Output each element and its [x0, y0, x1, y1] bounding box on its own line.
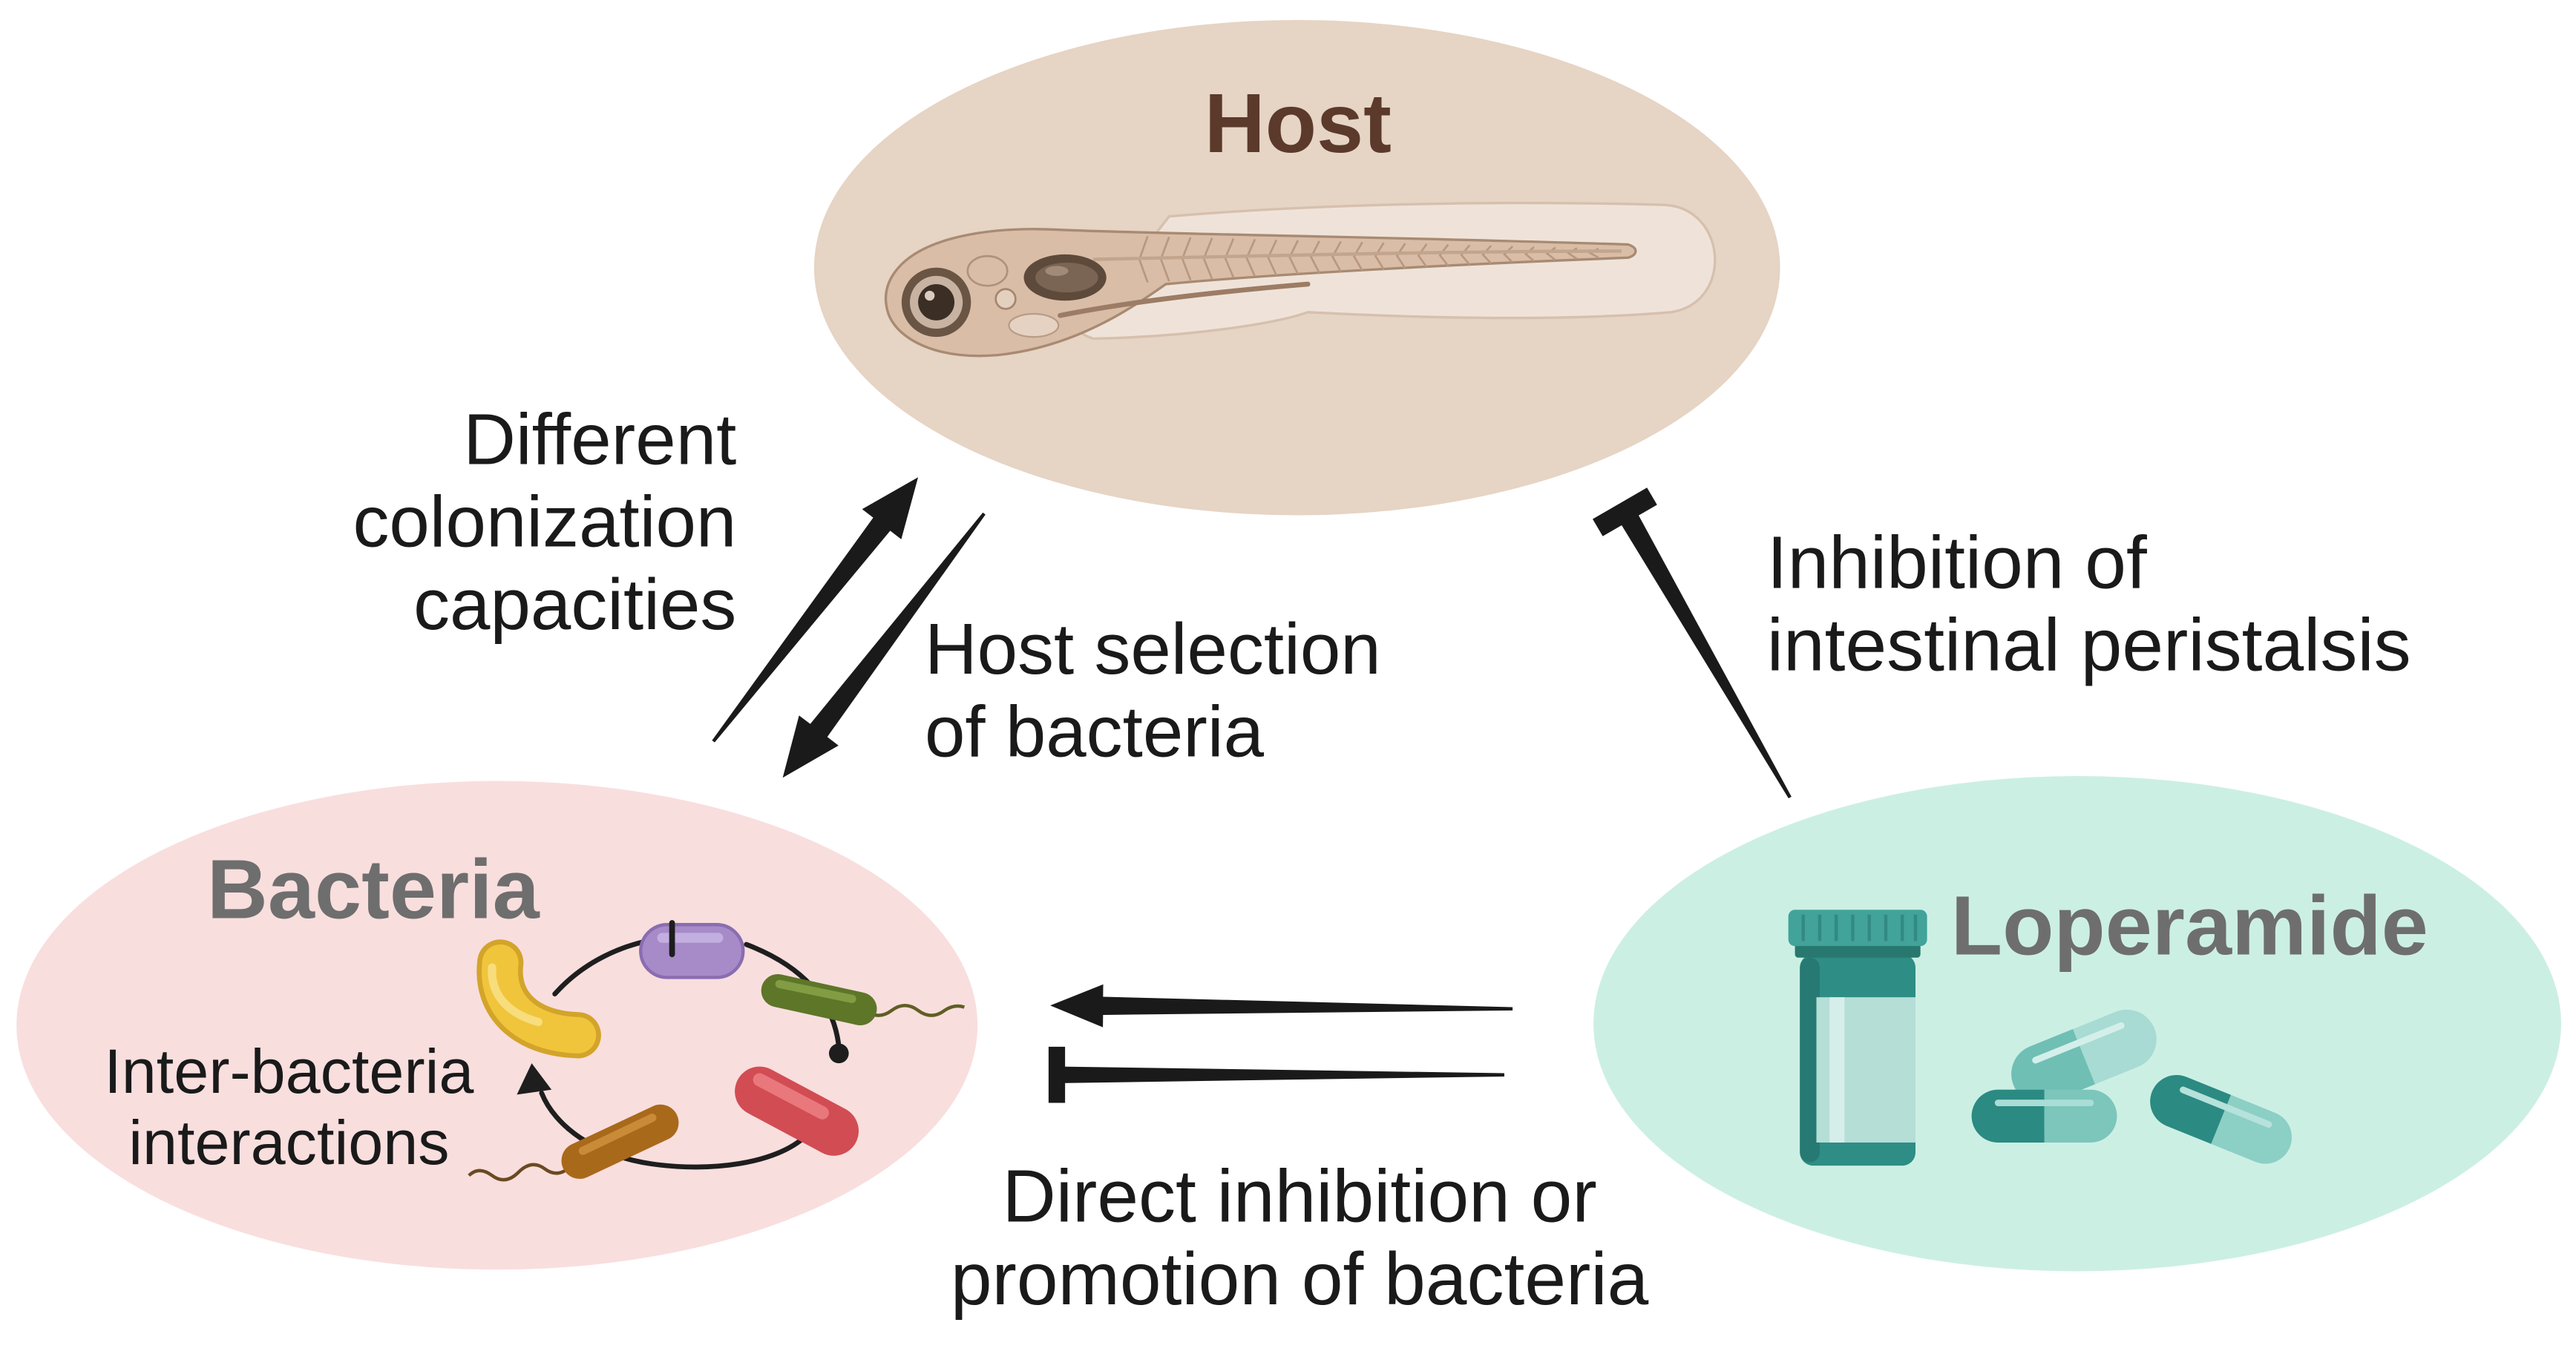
bottle-cap-ridges: [1801, 914, 1918, 941]
arrow-head-icon: [517, 1063, 552, 1095]
yellow-curved-bacterium-icon: [476, 939, 601, 1059]
direct-effect-label-line: Direct inhibition or: [1002, 1155, 1596, 1238]
red-bacterium-body: [735, 1066, 859, 1156]
colonization-label-line: colonization: [353, 481, 736, 562]
colonization-arrow: [712, 477, 919, 743]
capsule-3-half: [2150, 1075, 2231, 1144]
capsule-2-highlight: [1994, 1100, 2094, 1106]
brown-flagellated-bacterium-icon: [468, 1104, 679, 1182]
red-bacterium-icon: [735, 1066, 859, 1156]
inhibition-bar-icon: [1048, 1046, 1066, 1103]
pill-bottle-icon: [1788, 910, 1927, 1166]
host-selection-label-line: Host selection: [925, 608, 1381, 689]
purple-bacterium-body: [639, 923, 745, 979]
purple-bacterium-icon: [639, 923, 745, 979]
peristalsis-label-line: intestinal peristalsis: [1767, 604, 2411, 687]
direct-effect-label-line: promotion of bacteria: [951, 1238, 1649, 1321]
bottle-neck: [1795, 942, 1921, 958]
green-flagellated-bacterium-icon: [761, 974, 966, 1025]
bottle-side-shade: [1800, 957, 1820, 1163]
red-bacterium-highlight: [753, 1073, 829, 1120]
colonization-label-line: Different: [463, 398, 736, 479]
inter-bacteria-label: Inter-bacteria interactions: [104, 1036, 474, 1177]
fish-swim-bladder-highlight: [1045, 266, 1069, 276]
promotion-arrow: [1050, 984, 1513, 1028]
bacteria-title: Bacteria: [207, 842, 540, 936]
capsule-icon: [2011, 1009, 2157, 1104]
zebrafish-larva-icon: [884, 201, 1717, 358]
brown-bacterium-flagellum: [468, 1163, 573, 1182]
host-selection-label: Host selection of bacteria: [925, 608, 1381, 772]
bottle-label-highlight: [1829, 997, 1845, 1143]
peristalsis-label-line: Inhibition of: [1767, 521, 2147, 604]
colonization-label-line: capacities: [413, 563, 736, 645]
inter-bacteria-label-line: interactions: [128, 1107, 449, 1177]
inhibition-bar-icon: [1593, 487, 1657, 536]
loop-arrow-arc: [539, 1090, 809, 1170]
loperamide-title: Loperamide: [1951, 878, 2428, 973]
direct-effect-label: Direct inhibition or promotion of bacter…: [951, 1155, 1649, 1321]
round-head-icon: [828, 1043, 849, 1064]
fish-otic-vesicle: [994, 288, 1017, 310]
brown-bacterium-body: [561, 1104, 679, 1179]
colonization-label: Different colonization capacities: [353, 398, 736, 645]
peristalsis-label: Inhibition of intestinal peristalsis: [1767, 521, 2411, 686]
peristalsis-inhibition-shaft: [1619, 512, 1792, 799]
direct-inhibition-shaft: [1061, 1066, 1504, 1083]
purple-bacterium-highlight: [657, 933, 724, 943]
capsule-2-half: [1971, 1089, 2045, 1143]
fish-brain-outline: [966, 254, 1009, 287]
yellow-bacterium-highlight: [488, 963, 543, 1027]
fish-notochord: [1092, 249, 1622, 261]
capsule-1-highlight: [2032, 1022, 2125, 1064]
bottle-cap: [1788, 910, 1927, 947]
inter-bacteria-label-line: Inter-bacteria: [104, 1036, 474, 1106]
capsule-3-highlight: [2180, 1086, 2272, 1128]
capsule-icon: [1971, 1089, 2117, 1143]
green-bacterium-body: [761, 974, 877, 1025]
loperamide-node: [1593, 776, 2561, 1272]
host-title: Host: [1205, 76, 1392, 171]
fish-gut: [1058, 281, 1311, 318]
host-selection-arrow: [782, 512, 986, 778]
loop-heads: [517, 920, 849, 1095]
host-selection-label-line: of bacteria: [925, 690, 1265, 772]
fish-eye-highlight: [925, 290, 935, 301]
brown-bacterium-highlight: [578, 1114, 657, 1155]
green-bacterium-flagellum: [864, 1004, 966, 1017]
fish-swim-bladder-inner: [1035, 263, 1098, 293]
fish-eye-pupil: [918, 283, 955, 321]
fish-pectoral-fin: [1008, 312, 1060, 338]
green-bacterium-highlight: [775, 979, 856, 1003]
capsule-icon: [2150, 1075, 2292, 1164]
